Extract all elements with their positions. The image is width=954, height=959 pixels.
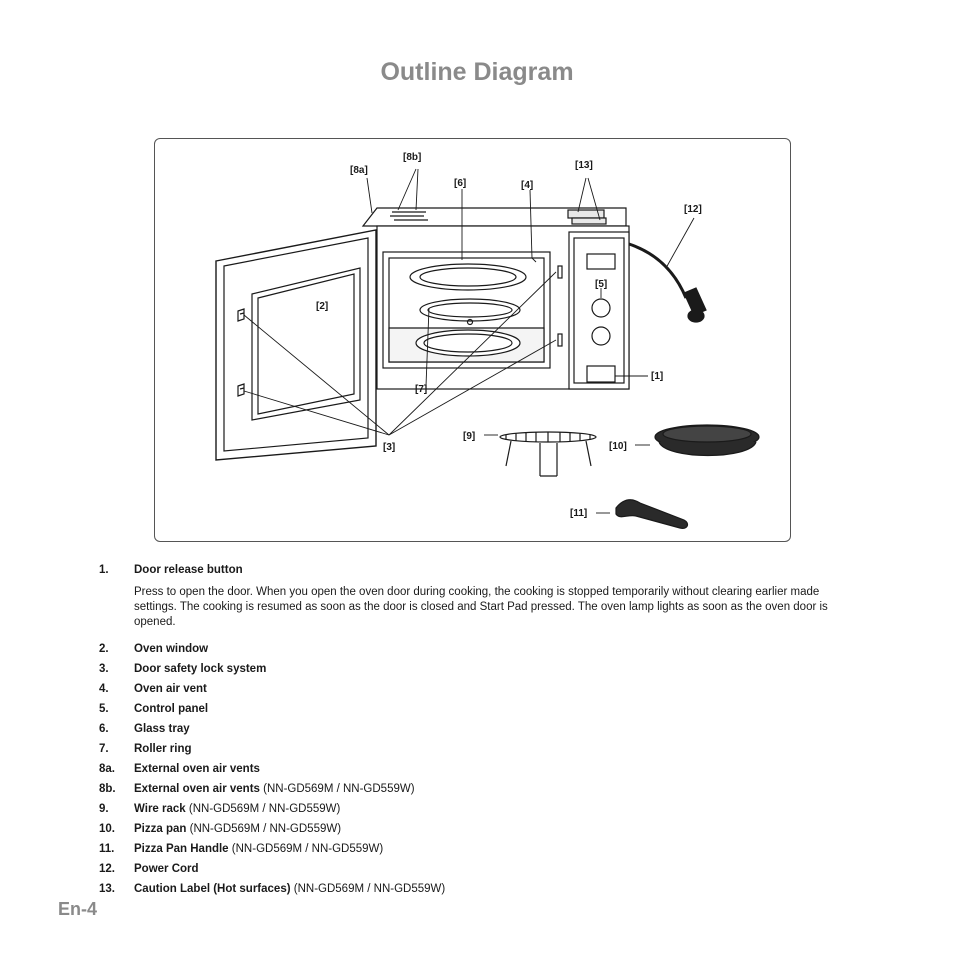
label-4: [4] [521, 180, 533, 191]
control-panel [568, 231, 630, 390]
list-item: 3.Door safety lock system [99, 663, 267, 675]
list-item: 5.Control panel [99, 703, 209, 715]
list-item: 12.Power Cord [99, 863, 199, 875]
door-release-button [586, 365, 616, 383]
label-8a: [8a] [350, 165, 368, 176]
parts-list: 1. Door release button Press to open the… [99, 563, 839, 902]
diagram-frame [154, 138, 791, 542]
label-1: [1] [651, 371, 663, 382]
list-item: 6.Glass tray [99, 723, 190, 735]
item-description: Press to open the door. When you open th… [134, 586, 828, 628]
label-6: [6] [454, 178, 466, 189]
label-12: [12] [684, 204, 702, 215]
list-item: 2.Oven window [99, 643, 209, 655]
list-item: 8a.External oven air vents [99, 763, 260, 775]
pizza-pan-handle [615, 499, 689, 529]
roller-ring [419, 298, 521, 322]
list-item: 13.Caution Label (Hot surfaces) (NN-GD56… [99, 883, 446, 895]
top-vents-8b [390, 211, 428, 221]
glass-tray [409, 263, 527, 291]
label-8b: [8b] [403, 152, 421, 163]
label-10: [10] [609, 441, 627, 452]
power-cord [628, 242, 688, 299]
wire-rack [499, 431, 597, 477]
pizza-pan [654, 424, 760, 457]
microwave-diagram: [8a] [8b] [6] [4] [13] [12] [2] [5] [1] … [215, 152, 760, 529]
list-item: 9.Wire rack (NN-GD569M / NN-GD559W) [99, 803, 341, 815]
oven-door [215, 229, 377, 461]
list-item: 4.Oven air vent [99, 683, 207, 695]
label-13: [13] [575, 160, 593, 171]
label-7: [7] [415, 384, 427, 395]
page-number: En-4 [58, 899, 98, 919]
page-title: Outline Diagram [380, 58, 574, 86]
list-item: 7.Roller ring [99, 743, 192, 755]
oven-cavity [382, 251, 551, 369]
oven-window [251, 267, 361, 421]
label-3: [3] [383, 442, 395, 453]
list-item: 11.Pizza Pan Handle (NN-GD569M / NN-GD55… [99, 843, 384, 855]
label-2: [2] [316, 301, 328, 312]
floor-dish [415, 329, 521, 357]
list-item: 10.Pizza pan (NN-GD569M / NN-GD559W) [99, 823, 342, 835]
list-item: 8b.External oven air vents (NN-GD569M / … [99, 783, 415, 795]
label-11: [11] [570, 508, 587, 519]
label-5: [5] [595, 279, 607, 290]
label-9: [9] [463, 431, 475, 442]
list-item: 1. Door release button Press to open the… [99, 563, 839, 630]
